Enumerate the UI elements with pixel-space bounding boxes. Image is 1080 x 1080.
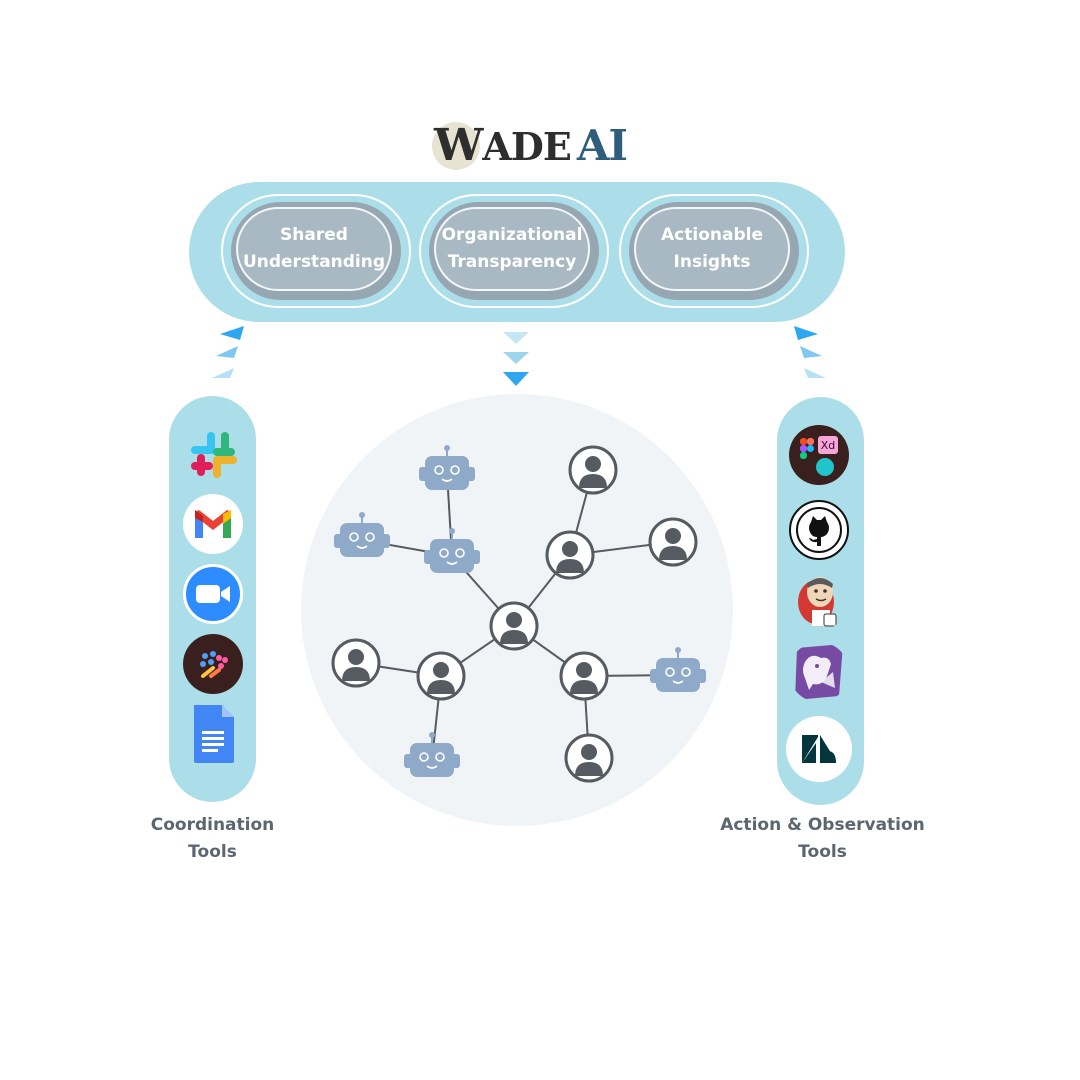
person-icon [416, 651, 466, 701]
down-arrows-center [503, 332, 529, 386]
svg-text:Xd: Xd [821, 439, 836, 452]
chevron-down-icon [503, 372, 529, 386]
gmail-icon [183, 494, 243, 554]
zoom-icon [183, 564, 243, 624]
chevron-up-icon [804, 368, 826, 378]
chevron-up-icon [216, 346, 238, 358]
jenkins-icon [789, 570, 849, 630]
up-arrows-left [212, 326, 244, 378]
coordination-tools-label: Coordination Tools [150, 815, 275, 862]
action-observation-tools-label: Action & Observation Tools [720, 815, 925, 862]
github-icon [789, 500, 849, 560]
pillar-label-line2: Understanding [242, 252, 386, 272]
coordination-tools-column [169, 396, 256, 802]
up-arrows-right [794, 326, 826, 378]
bot-icon [650, 647, 706, 692]
chevron-up-icon [800, 346, 822, 358]
chevron-down-icon [503, 332, 529, 344]
chevron-up-icon [220, 326, 244, 340]
logo-initial: W [434, 120, 483, 171]
person-icon [648, 517, 698, 567]
logo-word: ADE [482, 124, 571, 169]
person-icon [545, 530, 595, 580]
slack-icon [183, 424, 243, 484]
zendesk-icon [786, 716, 852, 782]
pillar-organizational-transparency: Organizational Transparency [419, 194, 609, 308]
pillar-label-line2: Insights [673, 252, 751, 272]
wade-ai-capabilities-banner: Shared Understanding Organizational Tran… [189, 182, 845, 322]
action-observation-tools-column: Xd [777, 397, 864, 805]
clickup-icon [183, 634, 243, 694]
pillar-label-line1: Organizational [441, 225, 583, 245]
bot-icon [419, 445, 475, 490]
logo-circle [432, 122, 480, 170]
pillar-label-line2: Transparency [447, 252, 577, 272]
person-icon [331, 638, 381, 688]
logo-accent: AI [576, 121, 628, 170]
person-icon [489, 601, 539, 651]
bot-icon [404, 732, 460, 777]
chevron-down-icon [503, 352, 529, 364]
person-icon [568, 445, 618, 495]
bot-icon [334, 512, 390, 557]
bot-icon [424, 528, 480, 573]
pillar-actionable-insights: Actionable Insights [619, 194, 809, 308]
chevron-up-icon [794, 326, 818, 340]
chevron-up-icon [212, 368, 234, 378]
pillar-shared-understanding: Shared Understanding [221, 194, 411, 308]
datadog-icon [789, 642, 849, 702]
person-icon [559, 651, 609, 701]
google-docs-icon [183, 704, 243, 764]
pillar-label-line1: Shared [280, 225, 348, 245]
pillar-label-line1: Actionable [661, 225, 763, 245]
person-icon [564, 733, 614, 783]
design-tools-icon: Xd [789, 425, 849, 485]
